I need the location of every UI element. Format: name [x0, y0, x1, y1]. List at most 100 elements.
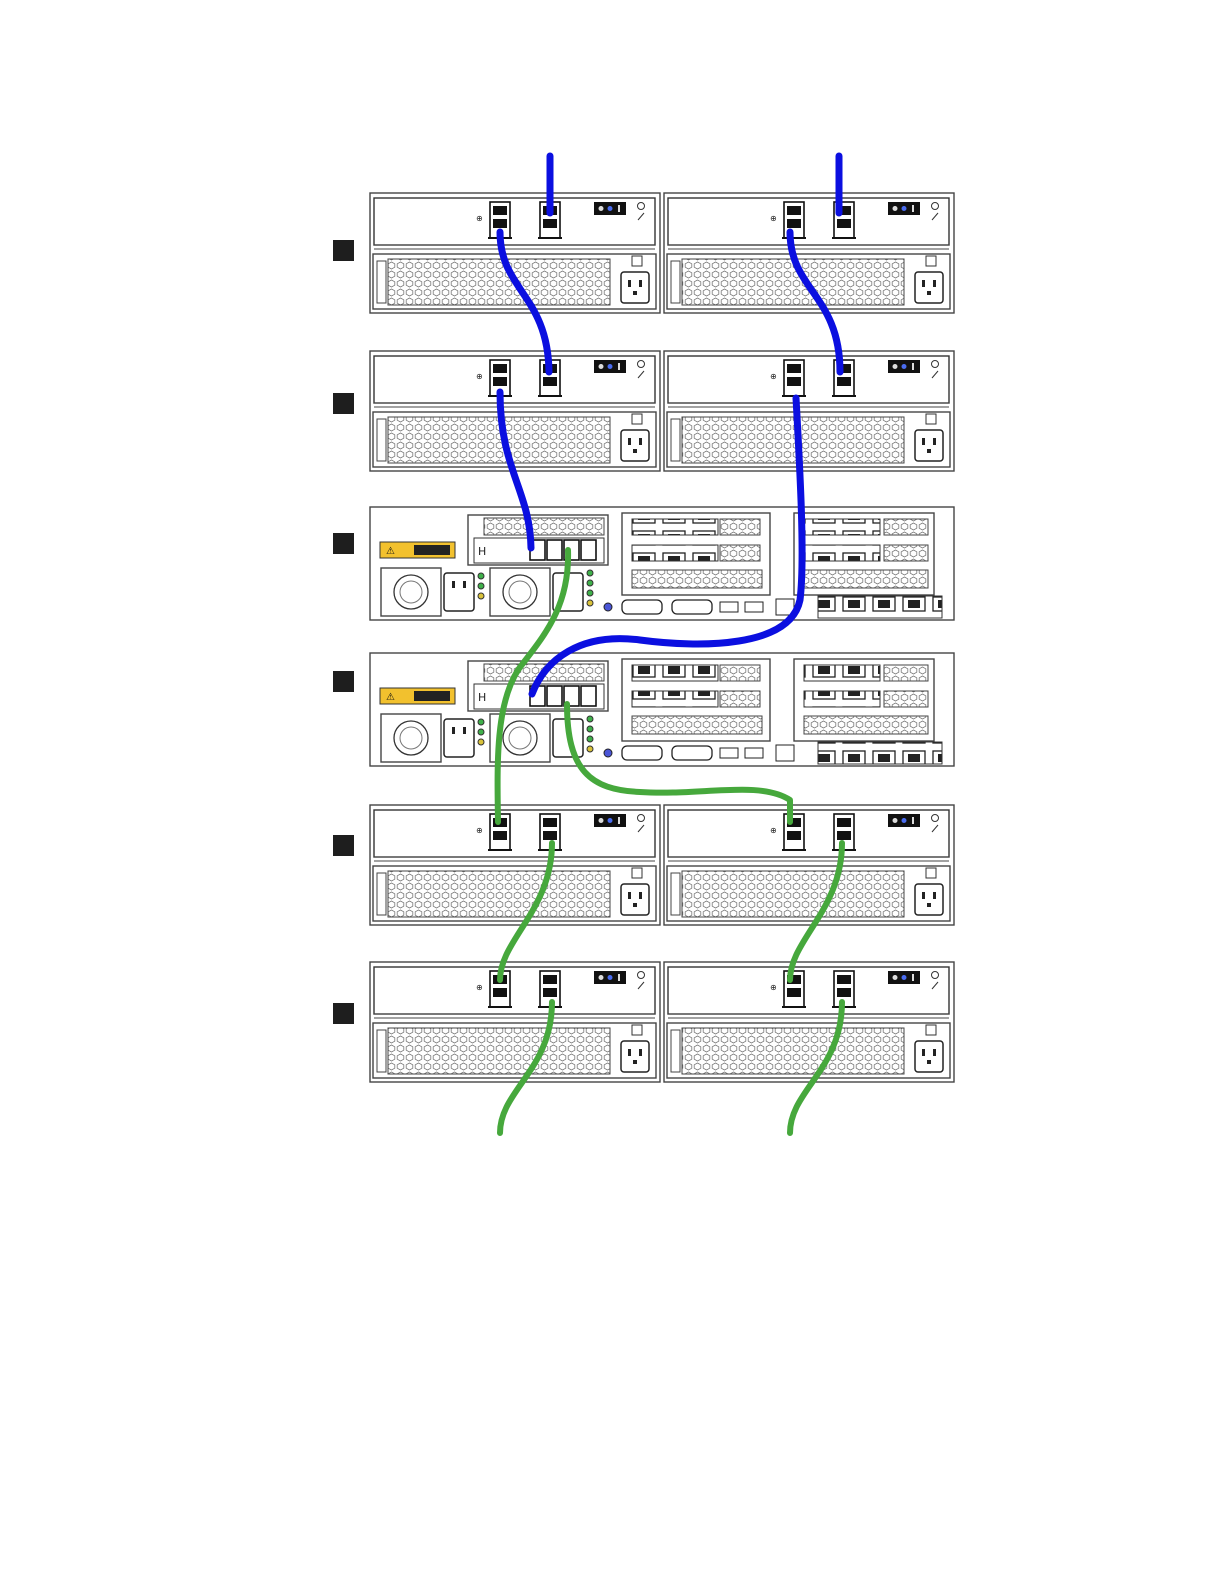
port-glyph: ⊕	[476, 214, 483, 223]
fan-icon	[503, 575, 537, 609]
sas-port-icon	[547, 686, 562, 706]
port-glyph: ⊕	[770, 826, 777, 835]
power-inlet-icon	[915, 272, 943, 303]
latch	[632, 1025, 642, 1035]
latch	[926, 414, 936, 424]
ethernet-port-icon	[804, 519, 880, 535]
power-inlet-icon	[444, 573, 474, 611]
port-glyph: ⊕	[476, 826, 483, 835]
power-inlet-icon	[621, 884, 649, 915]
power-inlet-icon	[444, 719, 474, 757]
usb-port-icon	[720, 602, 738, 612]
row-marker	[333, 671, 354, 692]
vent-grille	[388, 871, 610, 917]
fan-icon	[394, 721, 428, 755]
vga-port-icon	[622, 746, 662, 760]
usb-port-icon	[745, 602, 763, 612]
vent-grille	[388, 259, 610, 305]
vga-port-icon	[622, 600, 662, 614]
ethernet-port-icon	[804, 665, 880, 681]
ethernet-port-icon	[632, 519, 718, 535]
status-led	[478, 583, 484, 589]
sas-port-icon	[581, 686, 596, 706]
status-led	[587, 726, 593, 732]
led-panel	[594, 202, 626, 215]
status-led	[478, 593, 484, 599]
power-inlet-icon	[915, 1041, 943, 1072]
status-led	[587, 746, 593, 752]
handle	[671, 419, 680, 461]
sas-port-icon	[832, 360, 856, 396]
led-panel	[594, 814, 626, 827]
svg-text:⚠: ⚠	[386, 692, 395, 703]
row-marker	[333, 393, 354, 414]
port-glyph: ⊕	[770, 372, 777, 381]
vent-grille	[804, 716, 928, 734]
serial-port-icon	[672, 746, 712, 760]
status-led	[587, 736, 593, 742]
led-panel	[888, 202, 920, 215]
status-led	[587, 580, 593, 586]
vent-grille	[682, 1028, 904, 1074]
power-inlet-icon	[915, 884, 943, 915]
serial-port-icon	[672, 600, 712, 614]
sas-port-icon	[782, 202, 806, 238]
row-marker	[333, 240, 354, 261]
vent-grille	[682, 871, 904, 917]
identify-led	[604, 749, 612, 757]
sas-port-icon	[581, 540, 596, 560]
identify-led	[604, 603, 612, 611]
status-led	[478, 573, 484, 579]
led-panel	[594, 971, 626, 984]
handle	[377, 1030, 386, 1072]
usb-port-icon	[745, 748, 763, 758]
handle	[377, 419, 386, 461]
status-led	[587, 570, 593, 576]
vent-grille	[804, 570, 928, 588]
handle	[671, 261, 680, 303]
handle	[671, 873, 680, 915]
vent-grille	[632, 716, 762, 734]
latch	[632, 256, 642, 266]
sas-port-icon	[547, 540, 562, 560]
latch	[632, 868, 642, 878]
ethernet-port-icon	[818, 596, 942, 618]
power-inlet-icon	[621, 430, 649, 461]
row-marker	[333, 835, 354, 856]
row-marker	[333, 533, 354, 554]
latch	[632, 414, 642, 424]
controller-node: ⚠H	[370, 507, 954, 620]
sas-port-icon	[782, 971, 806, 1007]
row-marker	[333, 1003, 354, 1024]
port-glyph: ⊕	[770, 214, 777, 223]
port-glyph: ⊕	[476, 372, 483, 381]
port-glyph: ⊕	[476, 983, 483, 992]
ethernet-port-icon	[776, 745, 794, 761]
svg-text:H: H	[478, 545, 486, 558]
led-panel	[888, 971, 920, 984]
power-inlet-icon	[915, 430, 943, 461]
svg-text:H: H	[478, 691, 486, 704]
status-led	[478, 729, 484, 735]
vent-grille	[484, 518, 604, 535]
led-panel	[888, 360, 920, 373]
handle	[377, 873, 386, 915]
usb-port-icon	[720, 748, 738, 758]
latch	[926, 868, 936, 878]
led-panel	[594, 360, 626, 373]
ethernet-port-icon	[818, 742, 942, 764]
latch	[926, 1025, 936, 1035]
expansion-enclosure: ⊕⊕	[370, 193, 954, 313]
port-glyph: ⊕	[770, 983, 777, 992]
sas-port-icon	[782, 814, 806, 850]
latch	[926, 256, 936, 266]
controller-node: ⚠H	[370, 653, 954, 766]
vent-grille	[388, 1028, 610, 1074]
status-led	[587, 590, 593, 596]
status-led	[478, 719, 484, 725]
status-led	[587, 716, 593, 722]
power-inlet-icon	[621, 1041, 649, 1072]
vent-grille	[682, 417, 904, 463]
handle	[377, 261, 386, 303]
